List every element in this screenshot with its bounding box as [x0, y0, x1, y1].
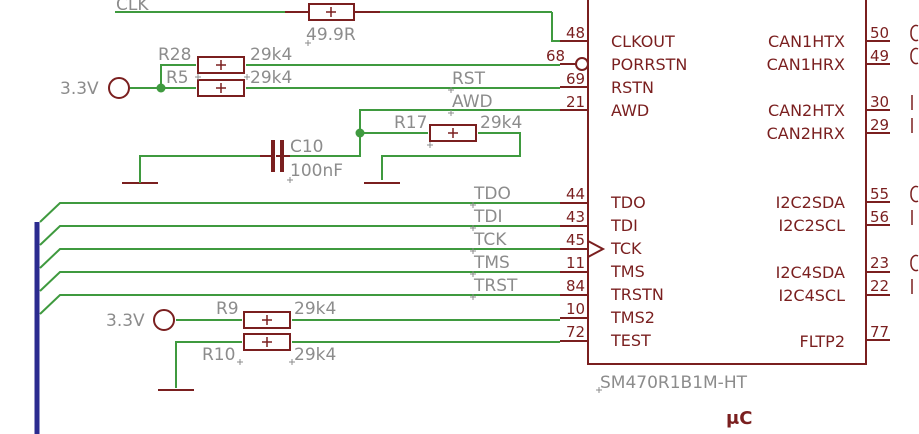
right-edge-net-fragments — [910, 24, 919, 294]
junction-dot — [355, 128, 365, 138]
r9-value: 29k4 — [294, 299, 336, 319]
net-label-tck: TCK — [473, 230, 507, 250]
pin-num: 43 — [566, 208, 585, 226]
supply-symbol-bottom — [153, 309, 175, 331]
net-label-tdo: TDO — [473, 184, 511, 204]
r5-value: 29k4 — [250, 68, 292, 88]
ic-right-pin-names: CAN1HTX CAN1HRX CAN2HTX CAN2HRX I2C2SDA … — [767, 32, 845, 351]
pin-name: CAN2HTX — [768, 101, 845, 120]
net-label-rst: RST — [452, 69, 486, 89]
pin-num: 84 — [566, 277, 585, 295]
pin-num: 30 — [870, 93, 889, 111]
net-label-trst: TRST — [473, 276, 518, 296]
pin-num: 55 — [870, 185, 889, 203]
pin-num: 11 — [566, 254, 585, 272]
pin-name: AWD — [611, 101, 649, 120]
ic-left-pin-stubs — [560, 40, 588, 342]
pin-num: 21 — [566, 93, 585, 111]
pin-num: 77 — [870, 323, 889, 341]
origin-markers — [195, 40, 602, 393]
pin-name: CLKOUT — [611, 32, 675, 51]
r28-value: 29k4 — [250, 45, 292, 65]
supply-label-bottom: 3.3V — [106, 311, 145, 331]
r28-name: R28 — [158, 45, 191, 65]
r17-name: R17 — [394, 113, 427, 133]
r17-value: 29k4 — [480, 113, 522, 133]
pin-name: I2C4SDA — [776, 263, 845, 282]
supply-label-top: 3.3V — [60, 79, 99, 99]
r5-name: R5 — [166, 68, 189, 88]
net-label-tdi: TDI — [473, 207, 503, 227]
pin-num: 68 — [546, 47, 565, 65]
pin-name: PORRSTN — [611, 55, 687, 74]
ic-part-number: SM470R1B1M-HT — [600, 373, 748, 393]
porrstn-inversion-bubble — [575, 57, 589, 71]
ic-left-pin-names: CLKOUT PORRSTN RSTN AWD TDO TDI TCK TMS … — [610, 32, 687, 350]
net-label-clk: CLK — [116, 0, 149, 15]
pin-name: FLTP2 — [799, 332, 845, 351]
net-label-awd: AWD — [452, 92, 493, 112]
pin-name: TDO — [610, 193, 646, 212]
pin-name: TMS2 — [610, 308, 655, 327]
pin-num: 49 — [870, 47, 889, 65]
pin-name: TMS — [610, 262, 645, 281]
pin-name: TCK — [610, 239, 642, 258]
ic-designator: μC — [726, 408, 752, 429]
pin-num: 48 — [566, 24, 585, 42]
pin-num: 69 — [566, 70, 585, 88]
resistor-r10 — [243, 333, 291, 351]
ic-right-pin-stubs — [866, 40, 890, 341]
resistor-r28 — [197, 56, 245, 74]
c10-value: 100nF — [290, 161, 343, 181]
pin-num: 22 — [870, 277, 889, 295]
capacitor-c10 — [260, 140, 290, 172]
pin-num: 23 — [870, 254, 889, 272]
resistor-r9 — [243, 311, 291, 329]
pin-name: I2C4SCL — [779, 286, 846, 305]
supply-symbol-top — [108, 77, 130, 99]
pin-name: TDI — [610, 216, 638, 235]
pin-num: 45 — [566, 231, 585, 249]
pin-name: CAN2HRX — [767, 124, 845, 143]
r10-name: R10 — [202, 345, 235, 365]
net-label-tms: TMS — [473, 253, 510, 273]
r9-name: R9 — [216, 299, 239, 319]
pin-num: 50 — [870, 24, 889, 42]
ic-body — [587, 0, 867, 365]
resistor-r5 — [197, 79, 245, 97]
resistor-r17 — [429, 124, 477, 142]
pin-num: 10 — [566, 300, 585, 318]
pin-num: 29 — [870, 116, 889, 134]
pin-num: 56 — [870, 208, 889, 226]
tck-clock-marker — [587, 240, 606, 258]
pin-name: I2C2SDA — [776, 193, 845, 212]
resistor-r-clk — [285, 3, 380, 21]
pin-name: CAN1HTX — [768, 32, 845, 51]
ground-symbol — [122, 180, 158, 184]
r10-value: 29k4 — [294, 345, 336, 365]
pin-num: 72 — [566, 323, 585, 341]
pin-name: CAN1HRX — [767, 55, 845, 74]
junction-dot — [156, 83, 166, 93]
ic-right-pin-numbers: 50 49 30 29 55 56 23 22 77 — [870, 24, 889, 341]
pin-name: RSTN — [611, 78, 654, 97]
ic-left-pin-numbers: 48 68 69 21 44 43 45 11 84 10 72 — [546, 24, 585, 341]
pin-num: 44 — [566, 185, 585, 203]
c10-name: C10 — [290, 137, 324, 157]
pin-name: TEST — [610, 331, 651, 350]
r-clk-value: 49.9R — [306, 25, 356, 45]
pin-name: TRSTN — [610, 285, 664, 304]
net-wires — [39, 11, 560, 388]
pin-name: I2C2SCL — [779, 216, 846, 235]
